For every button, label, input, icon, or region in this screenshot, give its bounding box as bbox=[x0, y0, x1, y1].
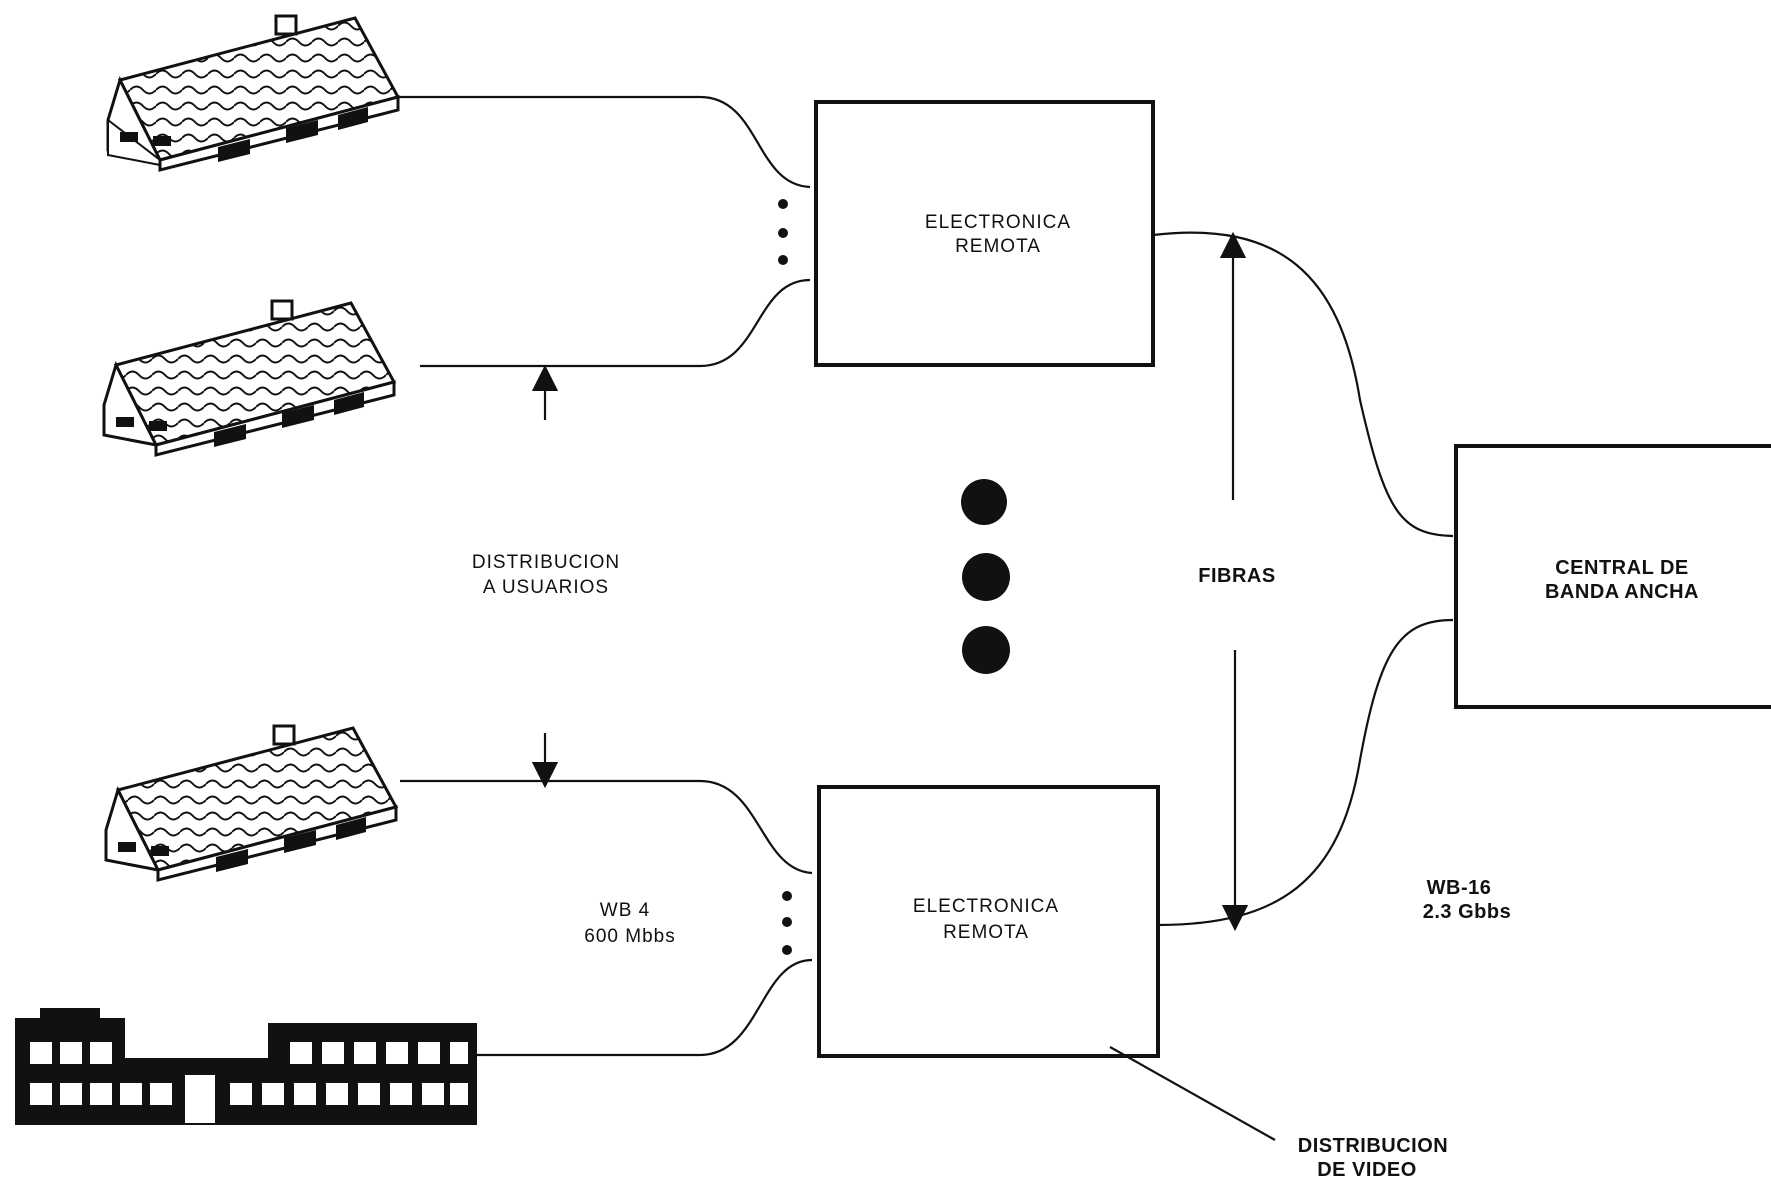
user-distribution-label-1: DISTRIBUCION bbox=[472, 552, 620, 573]
office-building-icon bbox=[15, 1008, 477, 1125]
house-icon-3 bbox=[106, 726, 396, 880]
wire-house1-remote bbox=[398, 97, 810, 187]
video-distribution-label-2: DE VIDEO bbox=[1317, 1159, 1417, 1181]
wire-house2-remote bbox=[420, 280, 810, 366]
central-label-1: CENTRAL DE bbox=[1555, 557, 1689, 579]
wb16-label-1: WB-16 bbox=[1427, 877, 1492, 899]
small-dots-bottom bbox=[782, 891, 792, 955]
remote-bottom-label-1: ELECTRONICA bbox=[913, 896, 1059, 917]
fibers-label: FIBRAS bbox=[1198, 565, 1275, 587]
house-icon-1 bbox=[108, 16, 398, 170]
user-distribution-label-2: A USUARIOS bbox=[483, 577, 609, 598]
wire-house3-remote bbox=[400, 781, 812, 873]
fiber-top bbox=[1153, 233, 1453, 536]
wire-building-remote bbox=[477, 960, 812, 1055]
wb4-label-2: 600 Mbbs bbox=[584, 926, 675, 947]
remote-electronics-top-box bbox=[816, 102, 1153, 365]
remote-top-label-2: REMOTA bbox=[955, 236, 1041, 257]
ellipsis-big-dots bbox=[961, 479, 1010, 674]
house-icon-2 bbox=[104, 301, 394, 455]
wb4-label-1: WB 4 bbox=[600, 900, 650, 921]
video-distribution-label-1: DISTRIBUCION bbox=[1298, 1135, 1448, 1157]
small-dots-top bbox=[778, 199, 788, 265]
wb16-label-2: 2.3 Gbbs bbox=[1423, 901, 1511, 923]
fiber-bottom bbox=[1158, 620, 1453, 925]
remote-top-label-1: ELECTRONICA bbox=[925, 212, 1071, 233]
video-distribution-leader bbox=[1110, 1047, 1275, 1140]
remote-bottom-label-2: REMOTA bbox=[943, 922, 1029, 943]
central-label-2: BANDA ANCHA bbox=[1545, 581, 1699, 603]
